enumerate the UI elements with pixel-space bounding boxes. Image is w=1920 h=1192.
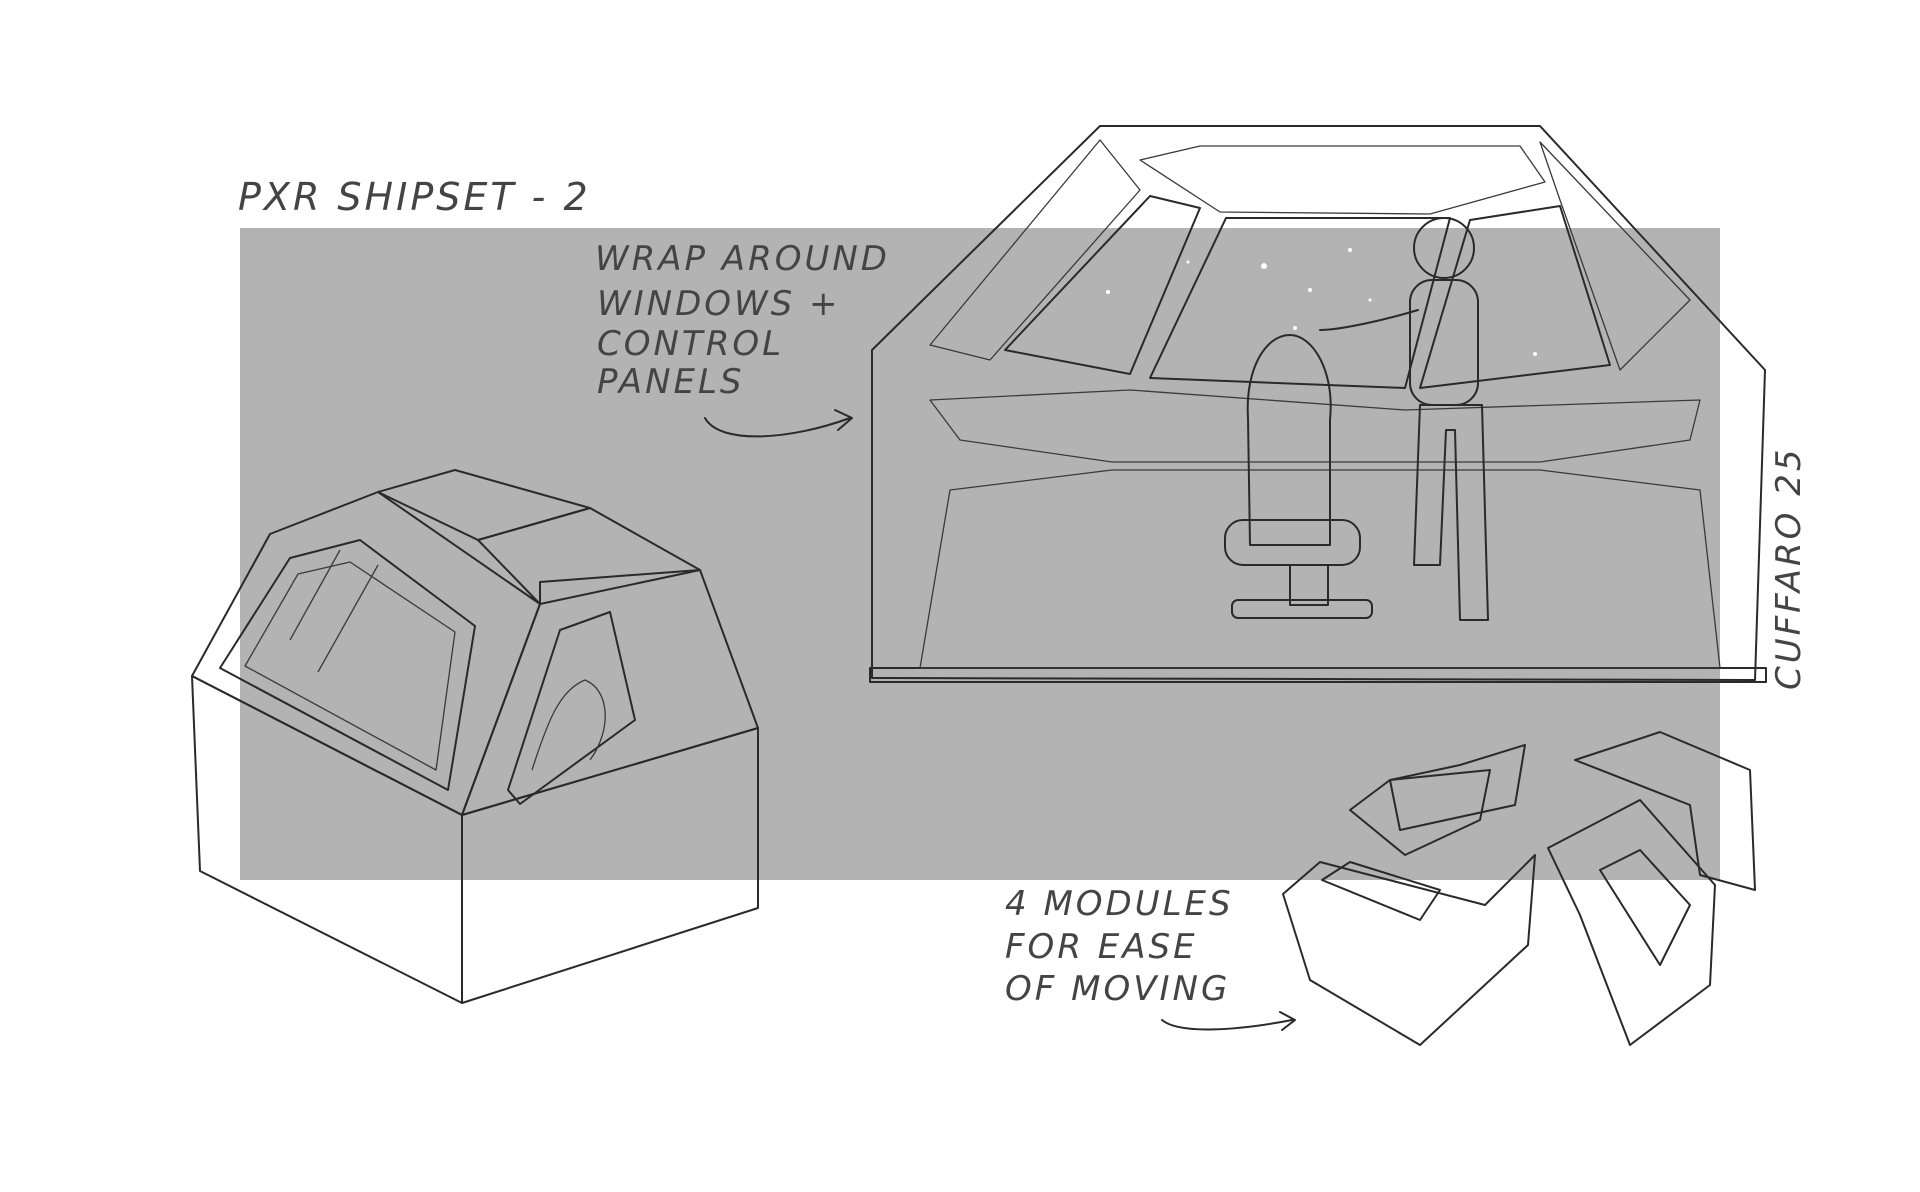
- star-field: [1106, 248, 1537, 356]
- control-panel-top: [1139, 145, 1546, 215]
- windows-note-line-4: PANELS: [597, 362, 745, 402]
- cockpit-cutaway-sketch: [869, 125, 1767, 683]
- modules-note: 4 MODULES FOR EASE OF MOVING: [1005, 884, 1296, 1031]
- module-front-right: [1547, 799, 1716, 1046]
- windows-note-line-2: WINDOWS +: [597, 284, 841, 324]
- gray-backdrop: [240, 228, 1720, 880]
- astronaut-figure: [1319, 217, 1489, 621]
- modules-note-arrow: [1161, 1011, 1296, 1031]
- artist-signature: CUFFARO 25: [1769, 447, 1809, 690]
- pod-cab-side: [461, 569, 759, 816]
- sheet-title: PXR SHIPSET - 2: [238, 175, 591, 219]
- module-side-window: [1599, 849, 1691, 966]
- cockpit-window-left: [1004, 195, 1201, 375]
- modules-note-line-1: 4 MODULES: [1005, 884, 1234, 924]
- cockpit-outer-shell: [871, 125, 1766, 681]
- modules-exploded-sketch: [1282, 731, 1756, 1046]
- windows-note-line-1: WRAP AROUND: [595, 239, 890, 279]
- module-roof-piece: [1389, 744, 1526, 831]
- windows-note: WRAP AROUND WINDOWS + CONTROL PANELS: [595, 239, 890, 438]
- windows-note-line-3: CONTROL: [597, 324, 784, 364]
- control-panel-left: [929, 139, 1141, 361]
- modules-note-line-2: FOR EASE: [1005, 927, 1198, 967]
- module-back-right: [1574, 731, 1756, 891]
- assembled-pod-sketch: [191, 469, 759, 1004]
- pod-roof-panel-2: [477, 507, 701, 605]
- pod-cab-front: [191, 491, 541, 816]
- cockpit-floor: [919, 469, 1721, 669]
- pod-side-window: [507, 611, 636, 805]
- pod-front-window: [219, 539, 476, 791]
- module-front-window: [1321, 861, 1441, 921]
- windows-note-arrow: [704, 409, 853, 438]
- control-console-low: [929, 389, 1701, 463]
- control-panel-right: [1539, 141, 1691, 371]
- modules-note-line-3: OF MOVING: [1005, 969, 1230, 1009]
- module-front-left: [1282, 854, 1536, 1046]
- pilot-seat: [1224, 334, 1373, 619]
- module-upper-left: [1349, 769, 1491, 856]
